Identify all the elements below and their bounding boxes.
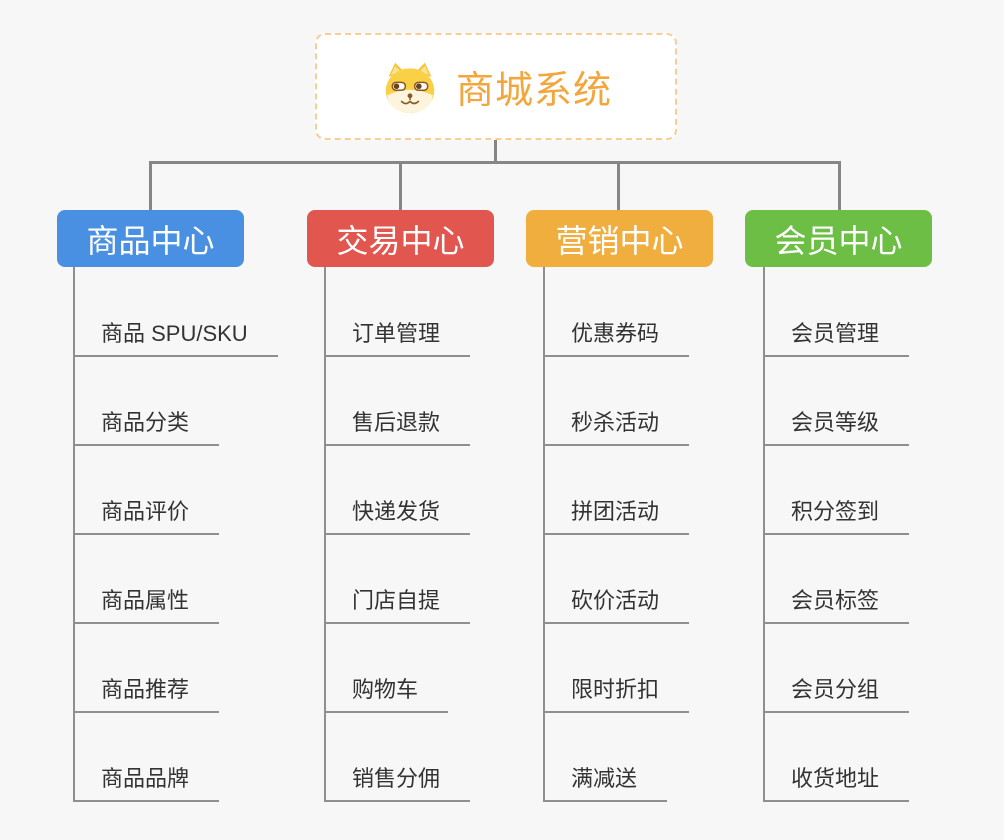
leaf-node[interactable]: 积分签到 [763,498,910,535]
root-title: 商城系统 [455,70,612,112]
leaf-node[interactable]: 会员等级 [763,409,910,446]
connector-drop-branch-3 [617,161,620,210]
leaf-node[interactable]: 商品评价 [73,498,220,535]
leaf-node[interactable]: 快递发货 [324,498,471,535]
leaf-node[interactable]: 会员分组 [763,676,910,713]
leaf-node[interactable]: 会员标签 [763,587,910,624]
root-node[interactable]: 商城系统 [315,33,677,140]
branch-node-trade-center[interactable]: 交易中心 [307,210,494,267]
leaf-node[interactable]: 购物车 [324,676,449,713]
connector-drop-branch-1 [149,161,152,210]
leaf-node[interactable]: 售后退款 [324,409,471,446]
leaf-node[interactable]: 门店自提 [324,587,471,624]
connector-horizontal-bar [149,161,841,164]
leaf-node[interactable]: 秒杀活动 [543,409,690,446]
leaf-node[interactable]: 会员管理 [763,320,910,357]
leaf-node[interactable]: 拼团活动 [543,498,690,535]
leaf-node[interactable]: 优惠券码 [543,320,690,357]
leaf-node[interactable]: 砍价活动 [543,587,690,624]
connector-drop-branch-2 [399,161,402,210]
leaf-node[interactable]: 销售分佣 [324,765,471,802]
leaf-node[interactable]: 商品 SPU/SKU [73,320,278,357]
connector-drop-branch-4 [838,161,841,210]
leaf-node[interactable]: 商品推荐 [73,676,220,713]
leaf-node[interactable]: 收货地址 [763,765,910,802]
connector-root-stub [494,140,497,162]
leaf-node[interactable]: 商品属性 [73,587,220,624]
shiba-dog-icon [385,62,435,113]
leaf-node[interactable]: 商品品牌 [73,765,220,802]
branch-node-product-center[interactable]: 商品中心 [57,210,244,267]
branch-node-member-center[interactable]: 会员中心 [745,210,932,267]
branch-node-marketing-center[interactable]: 营销中心 [526,210,713,267]
leaf-node[interactable]: 满减送 [543,765,668,802]
leaf-node[interactable]: 商品分类 [73,409,220,446]
leaf-node[interactable]: 限时折扣 [543,676,690,713]
leaf-node[interactable]: 订单管理 [324,320,471,357]
